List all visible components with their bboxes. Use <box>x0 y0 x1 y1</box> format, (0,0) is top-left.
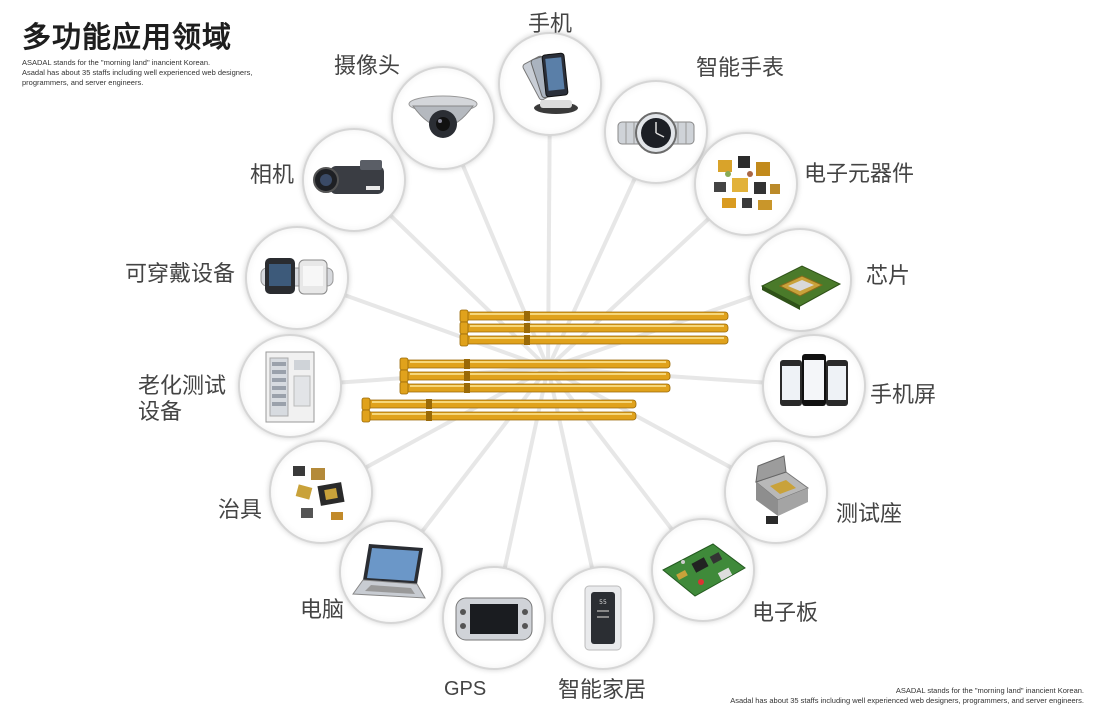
probe-pin <box>361 409 637 423</box>
screen-icon <box>780 354 848 406</box>
app-label-socket: 测试座 <box>836 502 903 527</box>
cctv-icon <box>408 95 478 138</box>
app-label-chip: 芯片 <box>866 264 911 289</box>
probe-pin <box>399 369 671 383</box>
app-label-cctv: 摄像头 <box>334 54 401 79</box>
probe-pin <box>459 333 729 347</box>
app-label-camera: 相机 <box>250 163 295 188</box>
app-node-wearable[interactable] <box>245 226 349 330</box>
app-label-wearable: 可穿戴设备 <box>125 262 236 287</box>
description-top: ASADAL stands for the "morning land" ina… <box>22 58 282 88</box>
description-line: ASADAL stands for the "morning land" ina… <box>895 686 1084 695</box>
description-line: programmers, and server engineers. <box>22 78 144 87</box>
app-label-aging-line: 设备 <box>138 400 183 425</box>
page-title: 多功能应用领域 <box>22 20 233 54</box>
smart-home-icon: 55 <box>584 585 622 651</box>
probe-pins-graphic <box>361 309 729 423</box>
app-node-screen[interactable] <box>762 334 866 438</box>
svg-text:55: 55 <box>599 599 607 606</box>
app-node-aging[interactable] <box>238 334 342 438</box>
socket-icon <box>754 455 810 524</box>
probe-pin <box>459 321 729 335</box>
app-label-gps: GPS <box>444 678 487 700</box>
app-label-screen: 手机屏 <box>870 383 937 408</box>
app-node-smartwatch[interactable] <box>604 80 708 184</box>
description-line: Asadal has about 35 staffs including wel… <box>730 696 1084 705</box>
app-label-phone: 手机 <box>528 12 573 37</box>
app-label-aging-line: 老化测试 <box>138 374 227 399</box>
app-node-gps[interactable] <box>442 566 546 670</box>
app-label-fixture: 治具 <box>218 498 263 523</box>
app-label-smartwatch: 智能手表 <box>696 56 785 81</box>
watch-icon <box>617 112 695 154</box>
app-node-smarthome[interactable]: 55 <box>551 566 655 670</box>
fixture-icon <box>293 466 345 520</box>
app-node-socket[interactable] <box>724 440 828 544</box>
camcorder-icon <box>313 160 384 194</box>
app-node-board[interactable] <box>651 518 755 622</box>
description-line: ASADAL stands for the "morning land" ina… <box>22 58 211 67</box>
app-label-smarthome: 智能家居 <box>558 678 647 703</box>
phone-icon <box>522 52 578 114</box>
app-node-camera[interactable] <box>302 128 406 232</box>
description-bottom: ASADAL stands for the "morning land" ina… <box>664 686 1084 706</box>
app-node-cctv[interactable] <box>391 66 495 170</box>
gps-icon <box>455 597 533 641</box>
chip-icon <box>760 265 842 310</box>
app-label-laptop: 电脑 <box>300 598 345 623</box>
app-node-laptop[interactable] <box>339 520 443 624</box>
app-label-components: 电子元器件 <box>804 162 915 187</box>
probe-pin <box>361 397 637 411</box>
laptop-icon <box>352 544 426 599</box>
aging-cabinet-icon <box>265 351 315 423</box>
app-label-board: 电子板 <box>752 601 819 626</box>
probe-pin <box>459 309 729 323</box>
probe-pin <box>399 357 671 371</box>
wearable-icon <box>260 258 334 295</box>
app-node-phone[interactable] <box>498 32 602 136</box>
app-node-components[interactable] <box>694 132 798 236</box>
description-line: Asadal has about 35 staffs including wel… <box>22 68 253 77</box>
pcb-icon <box>662 543 746 597</box>
app-node-fixture[interactable] <box>269 440 373 544</box>
app-label-aging: 老化测试 设备 <box>138 374 238 426</box>
app-node-chip[interactable] <box>748 228 852 332</box>
components-icon <box>714 156 780 210</box>
probe-pin <box>399 381 671 395</box>
